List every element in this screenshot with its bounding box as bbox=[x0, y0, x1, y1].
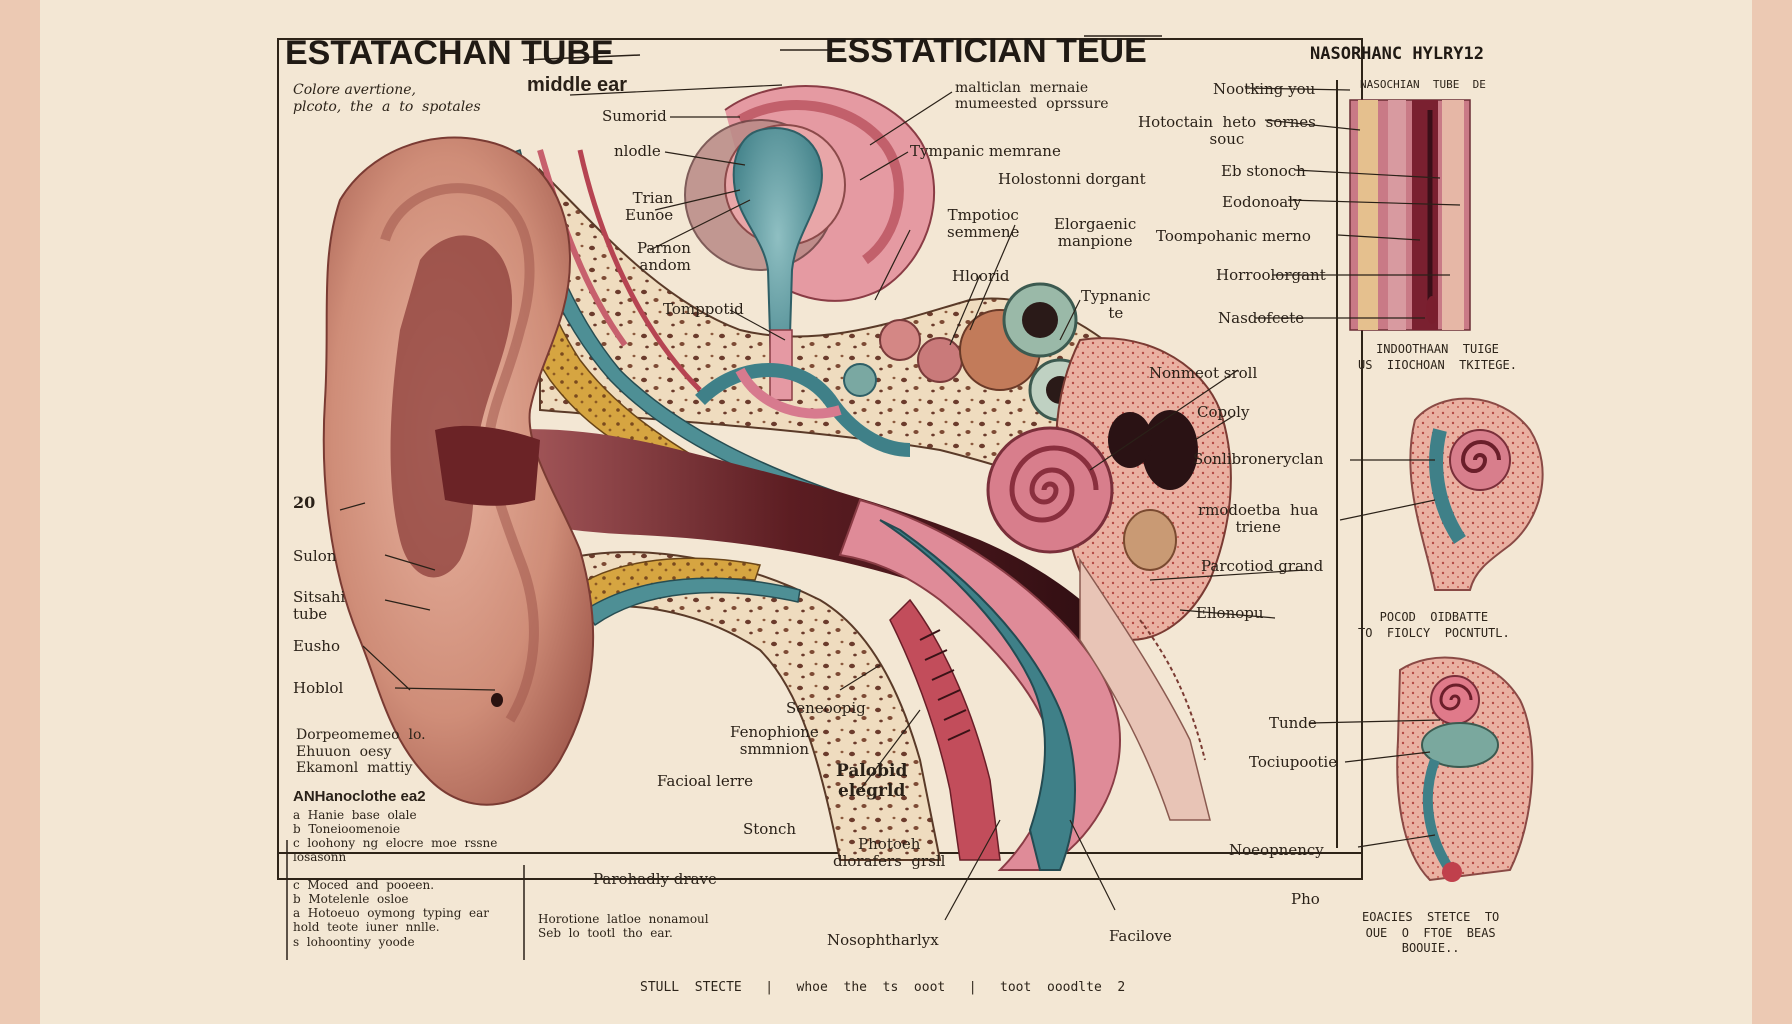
left-list-title: ANHanoclothe ea2 bbox=[293, 788, 426, 805]
intro-note: Colore avertione, plcoto, the a to spota… bbox=[293, 82, 481, 115]
label-fenophione: Fenophione smmnion bbox=[730, 723, 819, 759]
bottom-note: Horotione latloe nonamoul Seb lo tootl t… bbox=[538, 912, 709, 941]
label-hloorid: Hloorid bbox=[952, 267, 1010, 285]
label-parcotiod: Parcotiod grand bbox=[1201, 557, 1324, 575]
main-frame bbox=[277, 38, 1363, 854]
label-nlodle: nlodle bbox=[614, 142, 661, 160]
footer-text: STULL STECTE | whoe the ts ooot | toot o… bbox=[640, 980, 1126, 995]
footer-frame bbox=[277, 848, 1363, 880]
title-left: ESTATACHAN TUBE bbox=[285, 34, 614, 72]
label-tmpotioc-semmene: Tmpotioc semmene bbox=[947, 206, 1020, 242]
right-caption-1: INDOOTHAAN TUIGE US IIOCHOAN TKITEGE. bbox=[1358, 342, 1517, 372]
list-item: b Toneioomenoie bbox=[293, 822, 401, 837]
label-horroolorgant: Horroolorgant bbox=[1216, 266, 1326, 284]
list-item: c Moced and pooeen. bbox=[293, 878, 435, 892]
label-typnanic-te: Typnanic te bbox=[1081, 287, 1151, 323]
label-copoly: Copoly bbox=[1197, 403, 1250, 421]
label-sumorid: Sumorid bbox=[602, 107, 667, 125]
list-item: a Hanie base olale bbox=[293, 808, 417, 822]
label-eodonoaly: Eodonoaly bbox=[1222, 193, 1302, 211]
right-caption-2: POCOD OIDBATTE TO FIOLCY POCNTUTL. bbox=[1358, 610, 1510, 640]
list-item: c loohony ng elocre moe rssne losasonn bbox=[293, 836, 498, 865]
list-item: b Motelenle osloe bbox=[293, 892, 409, 907]
list-item: a Hotoeuo oymong typing ear hold teote i… bbox=[293, 906, 490, 935]
label-ellonopu: Ellonopu bbox=[1196, 604, 1264, 622]
label-facioal-lerre: Facioal lerre bbox=[657, 772, 753, 790]
left-list-2: c Moced and pooeen. b Motelenle osloe a … bbox=[293, 878, 489, 949]
label-noeopnency: Noeopnency bbox=[1229, 841, 1324, 859]
label-trian-eunoe: Trian Eunoe bbox=[625, 189, 674, 225]
right-panel-top-label: NASOCHIAN TUBE DE bbox=[1360, 78, 1486, 91]
left-note: Dorpeomemeo lo. Ehuuon oesy Ekamonl matt… bbox=[296, 727, 426, 777]
label-tunde: Tunde bbox=[1269, 714, 1317, 732]
label-nonmeot-sroll: Nonmeot sroll bbox=[1149, 364, 1258, 382]
label-sulon: Sulon bbox=[293, 547, 337, 565]
label-palobid-elegrld: Palobid elegrld bbox=[836, 761, 908, 801]
label-photoeh: Photoeh dlorafers grsll bbox=[833, 835, 946, 871]
label-tociupootie: Tociupootie bbox=[1249, 753, 1338, 771]
label-hotoctain: Hotoctain heto sornes souc bbox=[1138, 113, 1316, 149]
label-hoblol: Hoblol bbox=[293, 679, 344, 697]
label-malticlan: malticlan mernaie mumeested oprssure bbox=[955, 80, 1109, 113]
label-holostonni: Holostonni dorgant bbox=[998, 170, 1146, 188]
label-pho: Pho bbox=[1291, 890, 1320, 908]
label-stonch: Stonch bbox=[743, 820, 797, 838]
title-center: ESSTATICIAN TEUE bbox=[825, 32, 1147, 70]
label-sitsahi-tube: Sitsahi tube bbox=[293, 588, 346, 624]
label-parohadly: Parohadly drave bbox=[593, 870, 717, 888]
label-rmodoetba: rmodoetba hua triene bbox=[1198, 501, 1319, 537]
label-parnon-andom: Parnon andom bbox=[637, 239, 691, 275]
label-facilove: Facilove bbox=[1109, 927, 1172, 945]
label-nosophtharlyx: Nosophtharlyx bbox=[827, 931, 939, 949]
label-nootking-you: Nootking you bbox=[1213, 80, 1316, 98]
label-nasdofcete: Nasdofcete bbox=[1218, 309, 1305, 327]
label-eb-stonoch: Eb stonoch bbox=[1221, 162, 1306, 180]
title-right: NASORHANC HYLRY12 bbox=[1310, 44, 1484, 64]
left-list-1: a Hanie base olale b Toneioomenoie c loo… bbox=[293, 808, 497, 865]
label-tympanic-memrane: Tympanic memrane bbox=[910, 142, 1061, 160]
label-sonlibronery: Sonlibroneryclan bbox=[1193, 450, 1324, 468]
right-caption-3: EOACIES STETCE TO OUE O FTOE BEAS BOOUIE… bbox=[1362, 910, 1500, 956]
label-toompohanic: Toompohanic merno bbox=[1156, 227, 1311, 245]
label-elorgaenic: Elorgaenic manpione bbox=[1054, 215, 1137, 251]
label-tomppotid: Tomppotid bbox=[663, 300, 744, 318]
list-item: s lohoontiny yoode bbox=[293, 934, 415, 949]
label-middle-ear: middle ear bbox=[527, 74, 628, 96]
diagram-sheet: ESTATACHAN TUBE ESSTATICIAN TEUE NASORHA… bbox=[40, 0, 1752, 1024]
ear-anatomy-illustration bbox=[286, 35, 1544, 960]
label-eusho: Eusho bbox=[293, 637, 340, 655]
label-seneoopig: Seneoopig bbox=[786, 699, 866, 717]
label-number-20: 20 bbox=[293, 493, 316, 512]
